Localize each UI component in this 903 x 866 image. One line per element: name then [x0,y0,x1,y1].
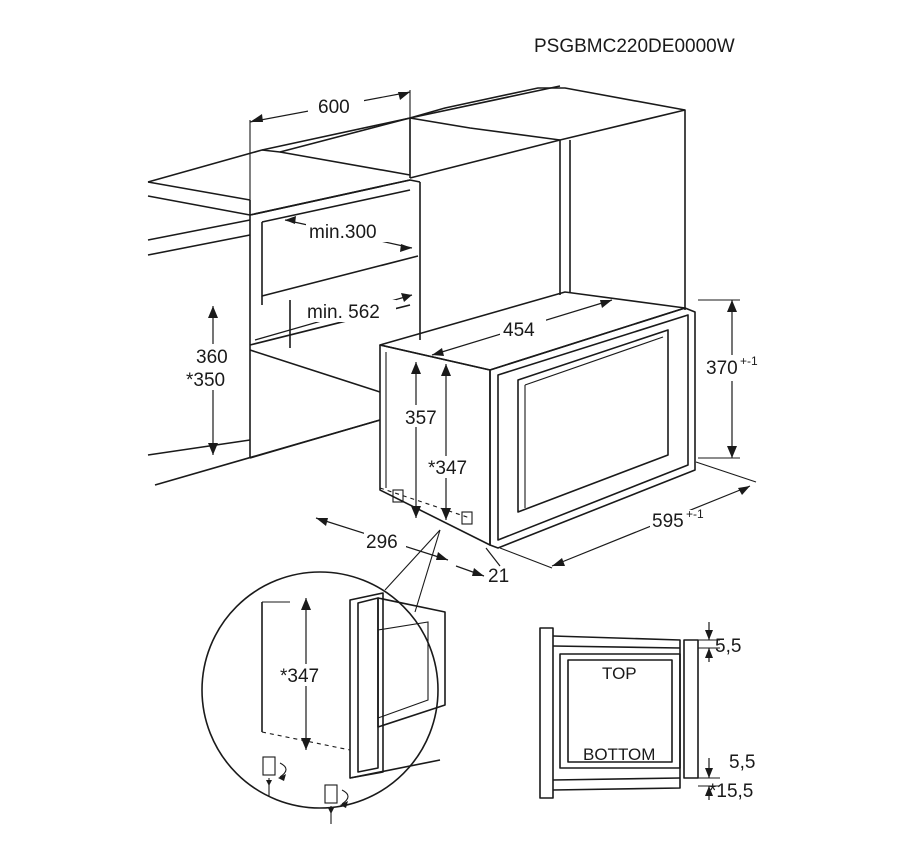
dim-label-600: 600 [318,97,350,118]
label-top-gap: 5,5 [715,636,741,657]
dim-21: 21 [455,547,509,587]
dim-347: *347 [426,364,474,520]
dim-label-21: 21 [488,566,509,587]
label-bottom-gap: 5,5 [729,752,755,773]
label-bottom-offset: *15,5 [709,781,753,802]
dim-454: 454 [431,299,613,356]
label-top: TOP [602,664,637,683]
dim-label-595: 595 [652,511,684,532]
foot-left [262,756,276,776]
dim-tol-595: +-1 [686,507,704,521]
dim-label-min562: min. 562 [307,302,380,323]
dim-label-min300: min.300 [309,222,377,243]
dim-label-347: *347 [428,458,467,479]
dim-360: 360 *350 [186,306,240,455]
dim-min300: min.300 [284,216,413,252]
dim-595: 595 +-1 [499,461,757,569]
dim-tol-370: +-1 [740,354,758,368]
dim-label-357: 357 [405,408,437,429]
frame-section: TOP BOTTOM 5,5 5,5 *15,5 [539,622,755,802]
dim-label-360: 360 [196,347,228,368]
dim-600: 600 [249,90,411,210]
dim-label-370: 370 [706,358,738,379]
dim-label-454: 454 [503,320,535,341]
dim-label-296: 296 [366,532,398,553]
dim-label-350: *350 [186,370,225,391]
detail-label-347: *347 [280,666,319,687]
dim-370: 370 +-1 [698,299,764,459]
label-bottom: BOTTOM [583,745,655,764]
foot-right [324,784,338,804]
microwave-appliance [379,291,696,549]
dim-357: 357 [404,362,444,518]
detail-callout: *347 [201,529,446,824]
model-code: PSGBMC220DE0000W [534,36,735,57]
dim-min562: min. 562 [254,293,413,341]
dim-296: 296 [315,517,449,561]
